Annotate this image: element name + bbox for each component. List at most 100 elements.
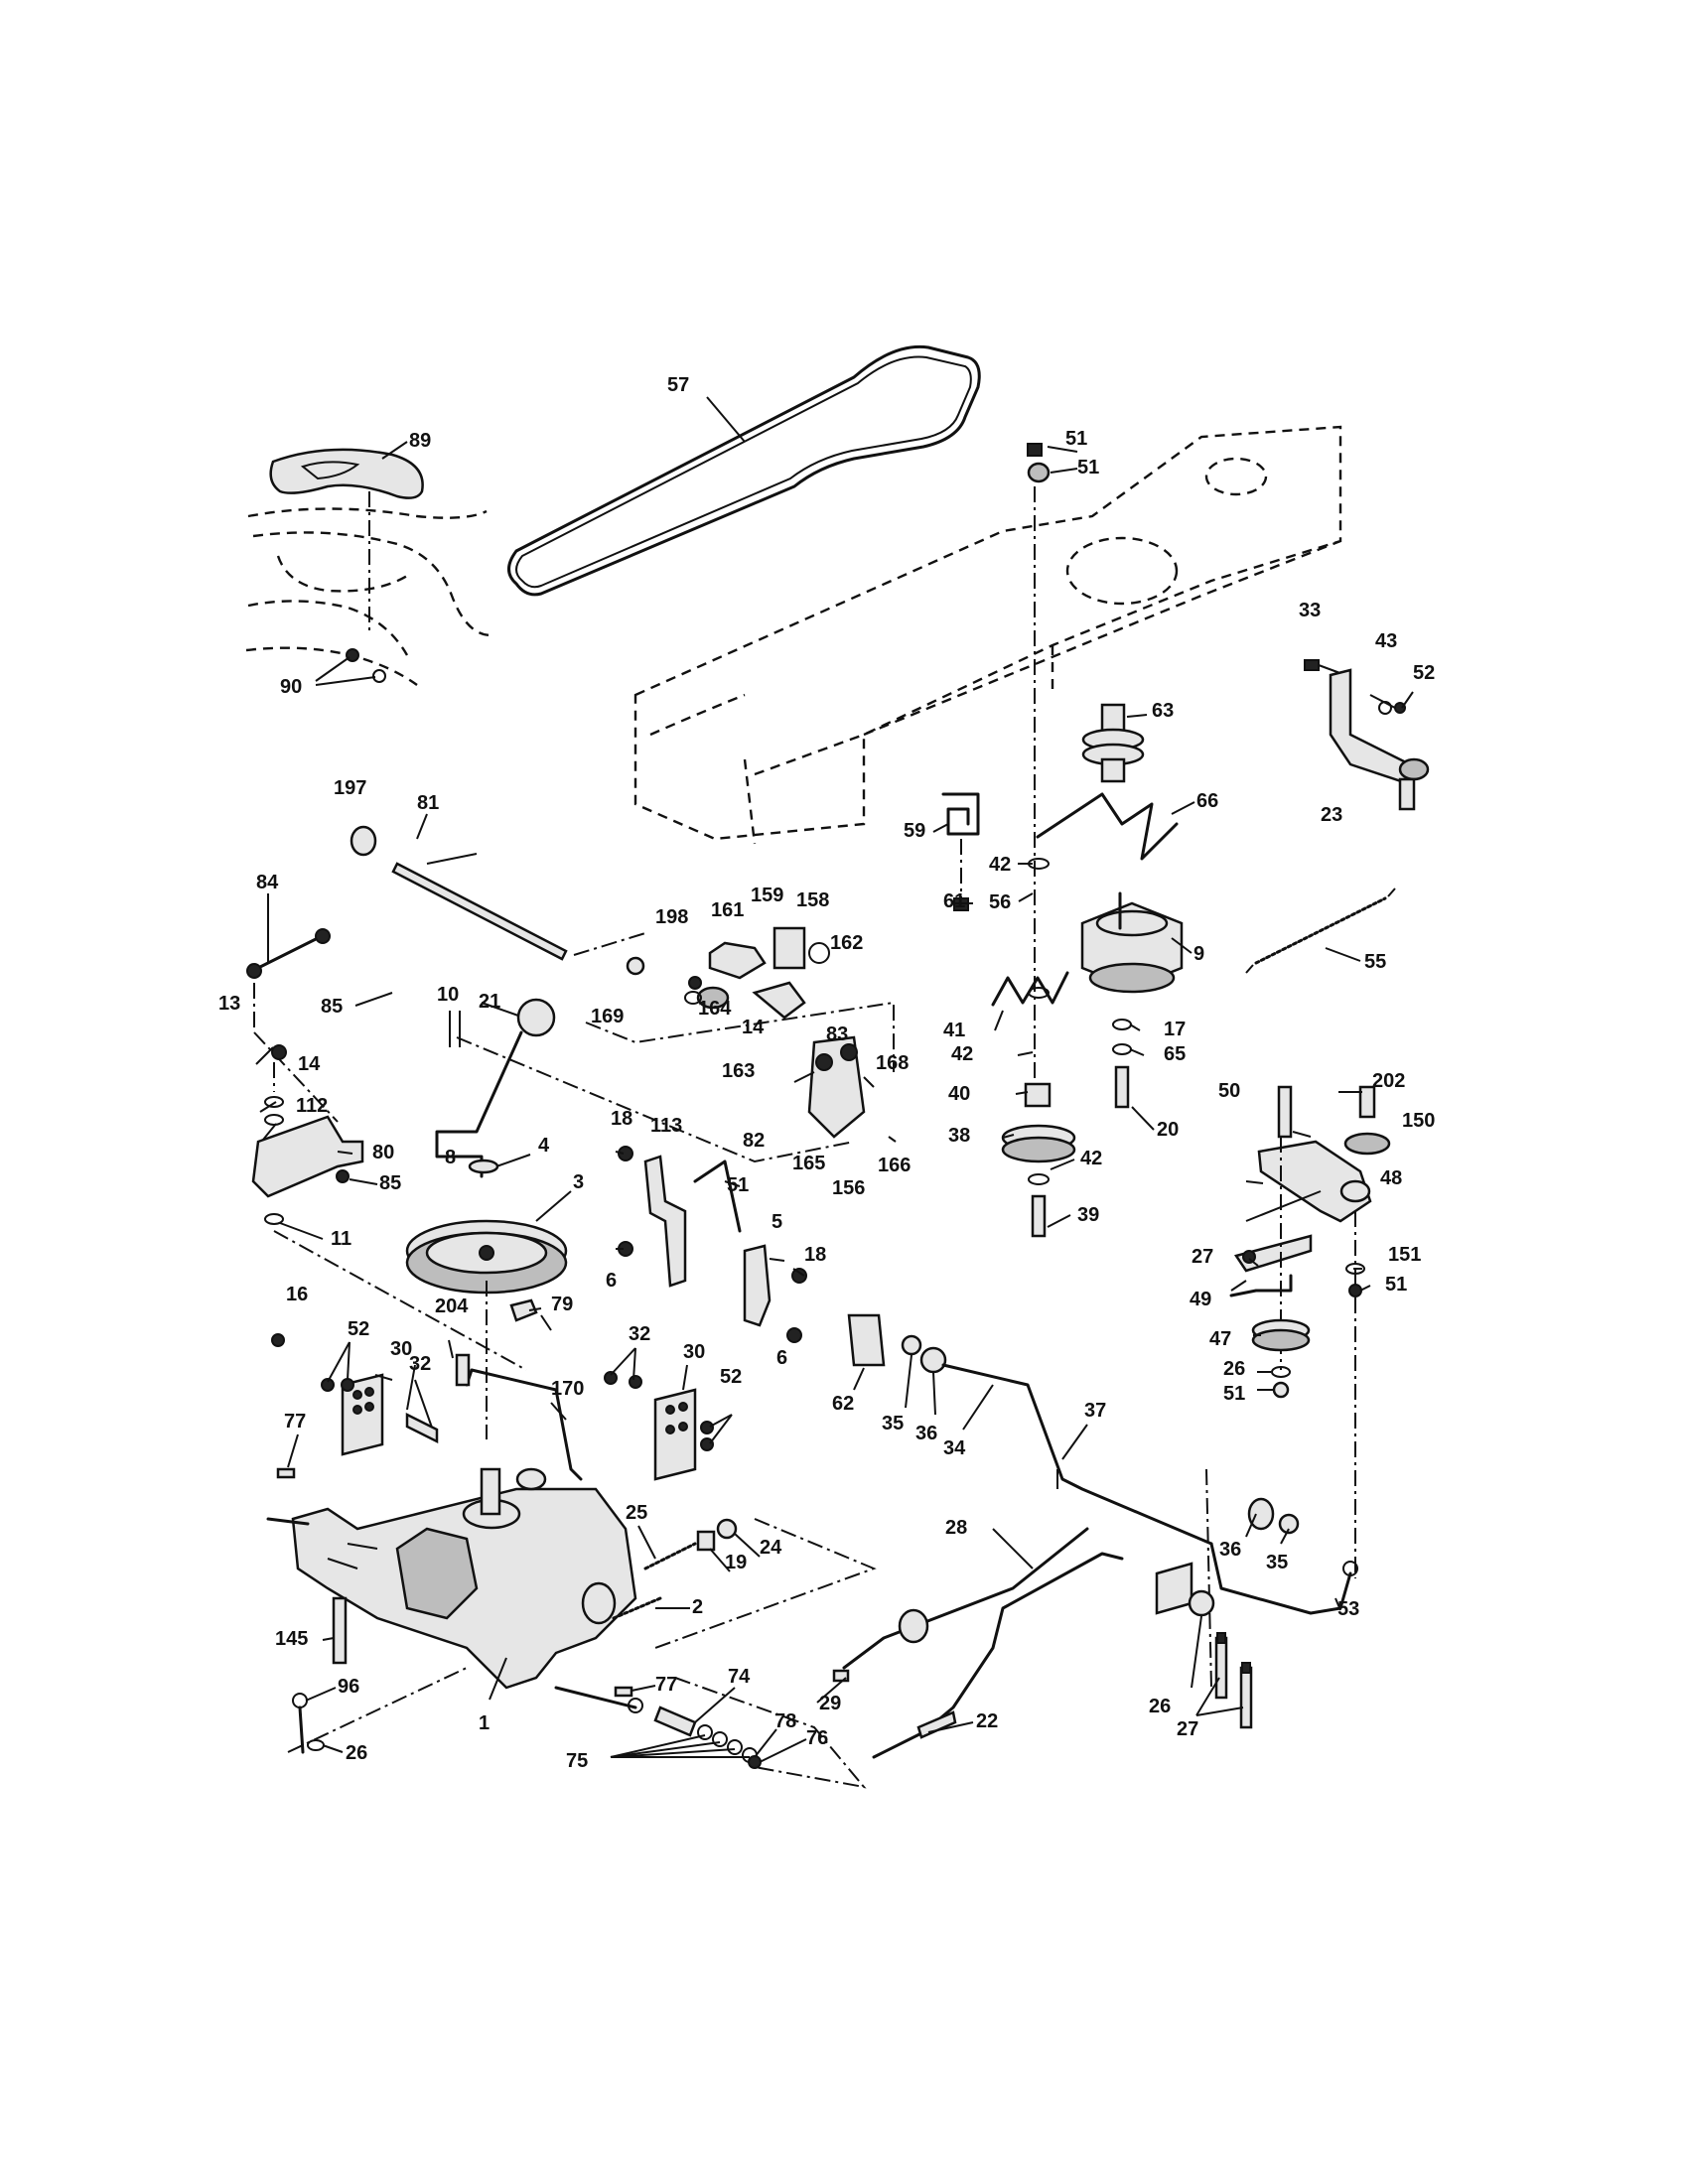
callout-38: 38: [948, 1125, 970, 1147]
callout-2: 2: [692, 1596, 703, 1618]
callout-47: 47: [1209, 1328, 1231, 1350]
rod-28: [832, 1527, 1089, 1683]
callout-27: 27: [1192, 1246, 1213, 1268]
callout-74: 74: [728, 1666, 751, 1688]
transmission-1: [266, 1467, 637, 1709]
callout-57: 57: [667, 374, 689, 396]
callout-151: 151: [1388, 1244, 1421, 1266]
callout-61: 61: [943, 890, 965, 912]
callout-18: 18: [611, 1108, 632, 1130]
callout-169: 169: [591, 1006, 624, 1027]
callout-51: 51: [1065, 428, 1087, 450]
callout-85: 85: [379, 1172, 401, 1194]
callout-52: 52: [720, 1366, 742, 1388]
seat-pan-89: [269, 448, 424, 635]
callout-19: 19: [725, 1552, 747, 1573]
parts-96-26: [287, 1667, 468, 1754]
callout-55: 55: [1364, 951, 1386, 973]
wire-66: [1036, 792, 1179, 861]
callout-40: 40: [948, 1083, 970, 1105]
callout-159: 159: [751, 885, 783, 906]
callout-63: 63: [1152, 700, 1174, 722]
callout-30: 30: [390, 1338, 412, 1360]
callout-85: 85: [321, 996, 343, 1018]
callout-75: 75: [566, 1750, 588, 1772]
callout-16: 16: [286, 1284, 308, 1305]
callout-10: 10: [437, 984, 459, 1006]
rod-81: [350, 825, 646, 961]
callout-51: 51: [1385, 1274, 1407, 1296]
callout-204: 204: [435, 1296, 469, 1317]
callout-164: 164: [698, 998, 732, 1020]
callout-83: 83: [826, 1024, 848, 1045]
plate-30-left: [271, 1333, 439, 1456]
callout-113: 113: [650, 1115, 682, 1137]
callout-202: 202: [1372, 1070, 1405, 1092]
callout-43: 43: [1375, 630, 1397, 652]
callout-29: 29: [819, 1693, 841, 1714]
callout-168: 168: [876, 1052, 909, 1074]
bracket-5: [743, 1244, 807, 1343]
callout-28: 28: [945, 1517, 967, 1539]
callout-3: 3: [573, 1171, 584, 1193]
callout-32: 32: [409, 1353, 431, 1375]
plate-30-right: [604, 1371, 714, 1481]
callout-49: 49: [1190, 1289, 1211, 1310]
callout-52: 52: [348, 1318, 369, 1340]
callout-198: 198: [655, 906, 688, 928]
rod-22: [872, 1552, 1124, 1759]
callout-80: 80: [372, 1142, 394, 1163]
frame: [633, 425, 1342, 845]
clutch-9: [1080, 891, 1184, 994]
callout-51: 51: [1223, 1383, 1245, 1405]
callout-77: 77: [284, 1411, 306, 1433]
callout-96: 96: [338, 1676, 359, 1698]
callout-11: 11: [331, 1228, 351, 1250]
callout-36: 36: [1219, 1539, 1241, 1561]
callout-35: 35: [1266, 1552, 1288, 1573]
callout-112: 112: [296, 1095, 328, 1117]
callout-77: 77: [655, 1674, 677, 1696]
callout-24: 24: [760, 1537, 782, 1559]
callout-26: 26: [346, 1742, 367, 1764]
callout-42: 42: [989, 854, 1011, 876]
callout-78: 78: [774, 1710, 796, 1732]
pulley-3: [405, 1159, 568, 1439]
bracket-80: [251, 1044, 527, 1371]
spring-55: [1245, 887, 1396, 974]
callout-35: 35: [882, 1413, 904, 1434]
pins-77: [276, 1467, 633, 1698]
callout-56: 56: [989, 891, 1011, 913]
bracket-48: [1233, 1085, 1391, 1578]
callout-156: 156: [832, 1177, 865, 1199]
bolt-145: [332, 1596, 348, 1665]
callout-5: 5: [772, 1211, 782, 1233]
spring-2: [612, 1596, 662, 1620]
spring-25: [643, 1518, 877, 1649]
callout-6: 6: [606, 1270, 617, 1292]
callout-62: 62: [832, 1393, 854, 1415]
callout-labels: 57 51 51 89 90 33 43 52 63 23 66 59 42 5…: [218, 374, 1435, 1772]
callout-17: 17: [1164, 1019, 1186, 1040]
callout-162: 162: [830, 932, 863, 954]
callout-14: 14: [742, 1017, 765, 1038]
callout-161: 161: [711, 899, 744, 921]
rod-53: [1205, 1468, 1358, 1689]
spindle-63: [1081, 703, 1145, 783]
callout-59: 59: [904, 820, 925, 842]
nuts-51-top: [1027, 443, 1051, 1102]
spring-41: [991, 971, 1069, 1007]
pulley-47: [1229, 1274, 1311, 1399]
callout-21: 21: [479, 991, 500, 1013]
lever-8: [435, 998, 556, 1178]
washers-42-17-65: [1028, 858, 1132, 1109]
callout-22: 22: [976, 1710, 998, 1732]
callout-42: 42: [951, 1043, 973, 1065]
rod-84: [246, 928, 339, 1123]
callout-82: 82: [743, 1130, 765, 1152]
bracket-near-26: [1155, 1562, 1253, 1729]
callout-20: 20: [1157, 1119, 1179, 1141]
callout-84: 84: [256, 872, 279, 893]
callout-6: 6: [776, 1347, 787, 1369]
bracket-23: [1304, 659, 1430, 811]
